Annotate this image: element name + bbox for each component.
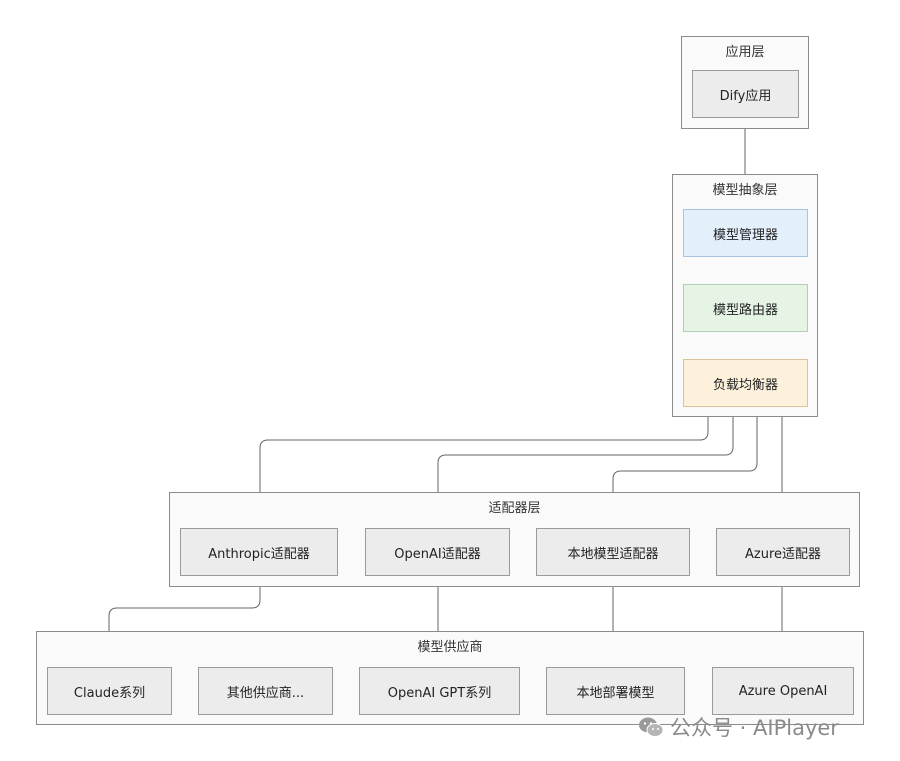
app-layer-title: 应用层 xyxy=(725,45,765,60)
load-balancer-node[interactable]: 负载均衡器 xyxy=(683,359,808,407)
local-deployed-model-node[interactable]: 本地部署模型 xyxy=(546,667,685,715)
provider-layer-title: 模型供应商 xyxy=(417,640,483,655)
other-providers-node[interactable]: 其他供应商... xyxy=(198,667,333,715)
abstraction-layer-title: 模型抽象层 xyxy=(712,183,778,198)
openai-adapter-node[interactable]: OpenAI适配器 xyxy=(365,528,510,576)
watermark-text: 公众号 · AIPlayer xyxy=(670,716,839,740)
azure-openai-node[interactable]: Azure OpenAI xyxy=(712,667,854,715)
adapter-layer-title: 适配器层 xyxy=(488,501,541,516)
wechat-icon xyxy=(639,717,664,737)
model-router-node[interactable]: 模型路由器 xyxy=(683,284,808,332)
claude-series-node[interactable]: Claude系列 xyxy=(47,667,172,715)
openai-gpt-series-node[interactable]: OpenAI GPT系列 xyxy=(359,667,520,715)
anthropic-adapter-node[interactable]: Anthropic适配器 xyxy=(180,528,338,576)
azure-adapter-node[interactable]: Azure适配器 xyxy=(716,528,850,576)
dify-app-node[interactable]: Dify应用 xyxy=(692,70,799,118)
model-manager-node[interactable]: 模型管理器 xyxy=(683,209,808,257)
local-model-adapter-node[interactable]: 本地模型适配器 xyxy=(536,528,690,576)
watermark: 公众号 · AIPlayer xyxy=(638,712,839,742)
